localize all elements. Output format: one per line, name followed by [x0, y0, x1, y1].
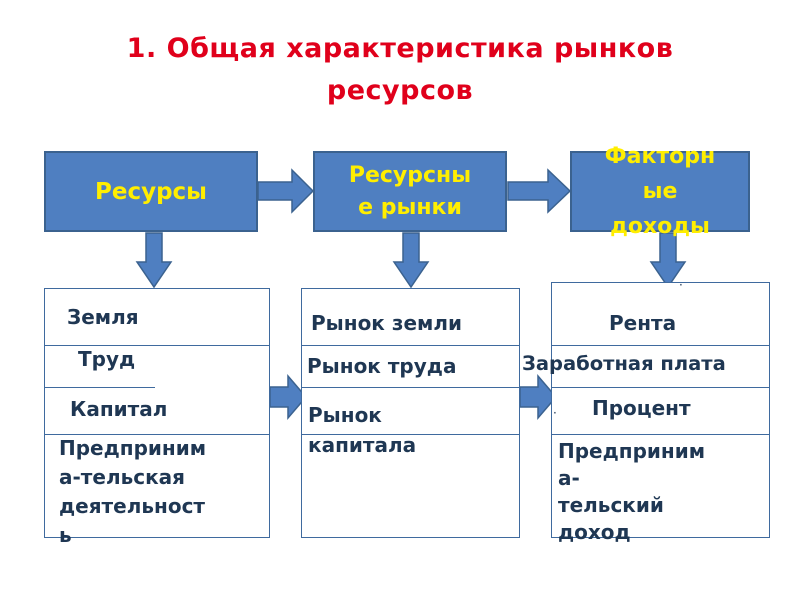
divider [45, 434, 269, 435]
capital-label: Капитал [70, 397, 168, 421]
entrepreneurship-line-3: деятельност [59, 494, 206, 518]
divider [302, 434, 519, 435]
labor-label: Труд [78, 347, 136, 371]
capital-market-line-2: капитала [308, 433, 417, 457]
factor-income-label-line-3: доходы [610, 214, 710, 239]
wages-label: Заработная плата [522, 352, 726, 375]
arrow-middle-to-right [519, 373, 557, 421]
entrepreneurship-line-4: ь [59, 523, 72, 547]
title-line-1: 1. Общая характеристика рынков [126, 33, 674, 64]
divider [45, 345, 269, 346]
entrepreneurial-income-line-3: тельский [558, 493, 664, 517]
resource-markets-label-line-1: Ресурсны [348, 162, 472, 188]
divider [302, 345, 519, 346]
resource-markets-label-line-2: е рынки [358, 194, 462, 220]
entrepreneurship-label: Предприним а-тельская деятельност ь [59, 434, 206, 550]
arrow-left-to-middle [269, 373, 307, 421]
entrepreneurial-income-line-4: доход [558, 520, 631, 544]
factor-income-label-line-1: Факторн [604, 144, 716, 169]
divider [45, 387, 155, 388]
capital-market-line-1: Рынок [308, 403, 382, 427]
entrepreneurial-income-label: Предприним а- тельский доход [558, 438, 705, 546]
title-line-2: ресурсов [326, 75, 474, 106]
decorative-dot: · [679, 278, 683, 292]
land-market-label: Рынок земли [311, 311, 463, 335]
rent-label: Рента [609, 311, 677, 335]
entrepreneurial-income-line-2: а- [558, 466, 580, 490]
entrepreneurship-line-2: а-тельская [59, 465, 186, 489]
divider [552, 345, 769, 346]
resources-list-panel: Земля Труд Капитал Предприним а-тельская… [44, 288, 270, 547]
resource-markets-box: Ресурсны е рынки [313, 151, 507, 232]
interest-label: Процент [592, 396, 691, 420]
arrow-down-markets [392, 232, 430, 289]
divider [552, 387, 769, 388]
arrow-resources-to-markets [257, 168, 315, 214]
entrepreneurship-line-1: Предприним [59, 436, 207, 460]
factor-income-label-line-2: ые [642, 179, 678, 204]
decorative-dot: · [553, 406, 557, 420]
factor-income-panel: Рента Процент Предприним а- тельский дох… [551, 282, 770, 544]
arrow-down-income [649, 232, 687, 289]
divider [302, 387, 519, 388]
arrow-down-resources [135, 232, 173, 289]
resource-markets-panel: Рынок земли Рынок труда Рынок капитала [301, 288, 520, 538]
diagram-title: 1. Общая характеристика рынков ресурсов [0, 28, 800, 112]
arrow-markets-to-income [507, 168, 572, 214]
capital-market-label: Рынок капитала [308, 400, 416, 460]
factor-income-box: Факторн ые доходы [570, 144, 750, 239]
resources-label: Ресурсы [95, 178, 207, 205]
entrepreneurial-income-line-1: Предприним [558, 439, 706, 463]
labor-market-label: Рынок труда [307, 354, 457, 378]
land-label: Земля [67, 305, 139, 329]
divider [552, 434, 769, 435]
resources-box: Ресурсы [44, 151, 258, 232]
